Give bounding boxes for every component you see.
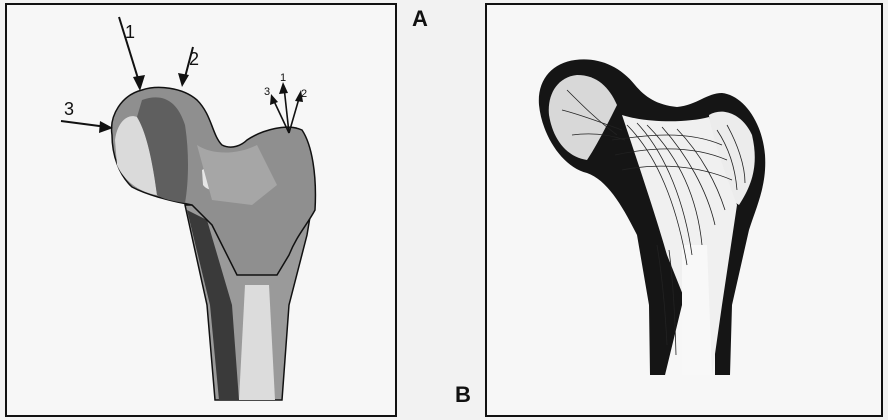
femur-trabecular-diagram: [487, 5, 885, 419]
shaft-light-region: [239, 285, 275, 400]
load-label-1: 1: [125, 22, 135, 42]
panel-b-trabecular-drawing: [485, 3, 883, 417]
panel-label-a: A: [412, 6, 428, 32]
panel-a-fe-model: 1 2 3 3 1 2: [5, 3, 397, 417]
muscle-force-arrows: [270, 82, 303, 133]
femur-fe-model-diagram: 1 2 3 3 1 2: [7, 5, 399, 419]
load-arrow-3: [61, 121, 113, 133]
panel-label-b: B: [455, 382, 471, 408]
muscle-label-2: 2: [301, 88, 307, 100]
medullary-canal: [682, 245, 712, 375]
muscle-label-3: 3: [264, 86, 270, 98]
load-label-2: 2: [189, 49, 199, 69]
load-label-3: 3: [64, 99, 74, 119]
muscle-label-1: 1: [280, 72, 286, 84]
